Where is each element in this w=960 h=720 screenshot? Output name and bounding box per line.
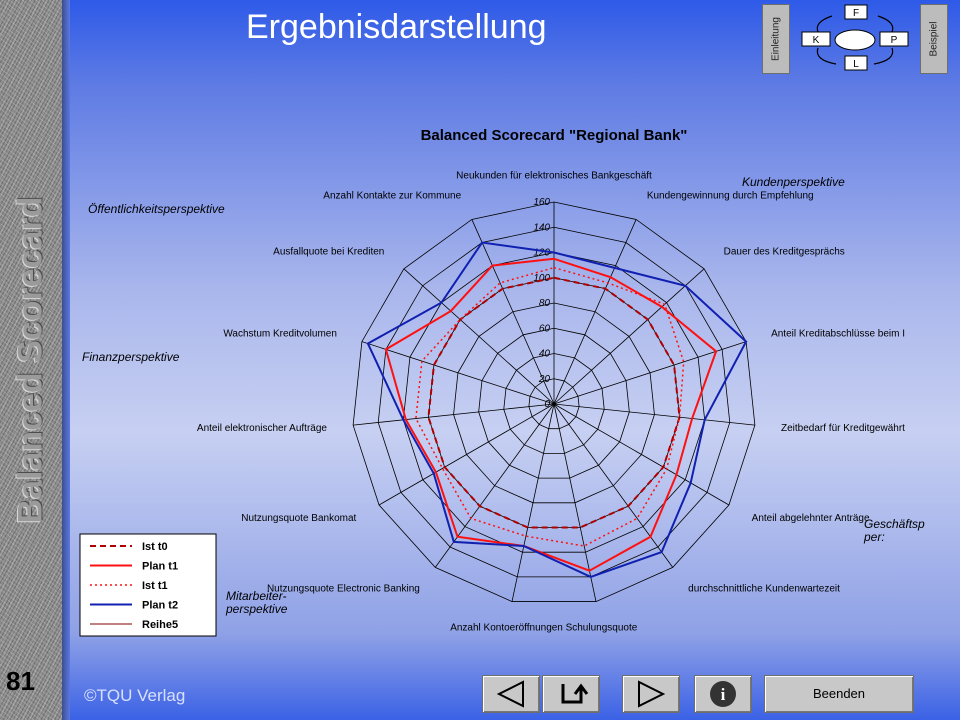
radar-spoke — [378, 403, 555, 506]
legend-label: Plan t1 — [142, 561, 178, 573]
perspective-label: Mitarbeiter- — [226, 589, 286, 603]
perspective-label: Geschäftsp — [864, 517, 925, 531]
category-label: Wachstum Kreditvolumen — [223, 328, 337, 339]
radar-tick-label: 80 — [539, 298, 551, 309]
page-number: 81 — [6, 666, 35, 696]
nav-center-ellipse — [834, 29, 876, 51]
radar-tick-label: 60 — [539, 323, 551, 334]
category-label: Anteil abgelehnter Anträge — [752, 513, 870, 524]
forward-arrow-icon — [638, 680, 666, 708]
radar-spoke — [553, 341, 747, 405]
radar-spoke — [434, 403, 555, 568]
category-label: Anteil elektronischer Aufträge — [197, 423, 328, 434]
radar-spoke — [361, 341, 555, 405]
category-label: Zeitbedarf für Kreditgewährt — [781, 423, 905, 434]
category-label: Neukunden für elektronisches Bankgeschäf… — [456, 171, 652, 182]
radar-tick-label: 100 — [533, 273, 550, 284]
category-label: Kundengewinnung durch Empfehlung — [647, 190, 814, 201]
radar-spoke — [553, 403, 755, 426]
category-label: Anzahl Kontakte zur Kommune — [323, 190, 461, 201]
legend-label: Ist t1 — [142, 580, 168, 592]
radar-grid-ring — [453, 302, 655, 504]
slide-main: Ergebnisdarstellung Einleitung Beispiel … — [70, 0, 960, 720]
radar-tick-label: 40 — [539, 349, 551, 360]
radar-spoke — [353, 403, 555, 426]
category-label: durchschnittliche Kundenwartezeit — [688, 584, 840, 595]
radar-grid-ring — [528, 378, 580, 430]
radar-grid-ring — [503, 353, 605, 454]
return-button[interactable] — [542, 675, 600, 713]
nav-letter-f: F — [853, 8, 859, 19]
forward-button[interactable] — [622, 675, 680, 713]
category-label: Nutzungsquote Electronic Banking — [267, 584, 420, 595]
nav-letter-p: P — [891, 35, 898, 46]
back-arrow-icon — [496, 680, 524, 708]
sidebar-strip: Balanced Scorecard 81 — [0, 0, 62, 720]
chart-title: Balanced Scorecard "Regional Bank" — [421, 127, 688, 144]
tab-beispiel[interactable]: Beispiel — [920, 4, 948, 74]
nav-box-p[interactable]: P — [879, 31, 909, 47]
perspective-label: per: — [863, 530, 885, 544]
sidebar-shadow — [62, 0, 70, 720]
series-line-1 — [384, 257, 718, 572]
category-label: Schulungsquote — [566, 622, 638, 633]
radar-spoke — [553, 403, 730, 506]
radar-spoke — [553, 268, 705, 405]
category-label: Nutzungsquote Bankomat — [241, 513, 356, 524]
category-label: Ausfallquote bei Krediten — [273, 246, 384, 257]
radar-tick-label: 140 — [533, 222, 550, 233]
return-arrow-icon — [561, 683, 589, 704]
nav-box-k[interactable]: K — [801, 31, 831, 47]
radar-spoke — [553, 403, 597, 602]
radar-tick-label: 160 — [533, 197, 550, 208]
category-label: Dauer des Kreditgesprächs — [724, 246, 845, 257]
radar-chart: 0 20 40 60 80 100 120 140 160 Neukunden für elekt… — [79, 127, 925, 637]
back-button[interactable] — [482, 675, 540, 713]
nav-box-l[interactable]: L — [844, 55, 868, 71]
radar-tick-label: 120 — [533, 248, 550, 259]
radar-tick-label: 20 — [538, 374, 551, 385]
legend-label: Plan t2 — [142, 600, 178, 612]
beenden-button[interactable]: Beenden — [764, 675, 914, 713]
radar-spoke — [553, 219, 637, 405]
perspective-label: Finanzperspektive — [82, 350, 180, 364]
category-label: Anteil Kreditabschlüsse beim I — [771, 328, 905, 339]
series-line-2 — [415, 266, 685, 547]
radar-grid-ring — [352, 201, 756, 602]
legend-label: Reihe5 — [142, 619, 178, 631]
radar-tick-label: 0 — [544, 399, 550, 410]
footer-copyright: ©TQU Verlag — [84, 686, 186, 705]
nav-letter-k: K — [813, 35, 820, 46]
category-label: Anzahl Kontoeröffnungen — [450, 622, 563, 633]
info-icon: i — [721, 685, 726, 704]
radar-spoke — [403, 268, 555, 405]
tab-einleitung[interactable]: Einleitung — [762, 4, 790, 74]
nav-letter-l: L — [853, 59, 859, 70]
legend-label: Ist t0 — [142, 541, 168, 553]
radar-grid-ring — [478, 327, 630, 479]
perspective-label: perspektive — [225, 602, 288, 616]
nav-box-f[interactable]: F — [844, 4, 868, 20]
perspective-label: Öffentlichkeitsperspektive — [88, 202, 225, 216]
page-title: Ergebnisdarstellung — [246, 8, 547, 46]
info-button[interactable]: i — [694, 675, 752, 713]
radar-spoke — [511, 403, 555, 602]
radar-grid-ring — [377, 226, 731, 578]
series-line-0 — [427, 276, 681, 529]
radar-spoke — [553, 403, 674, 568]
radar-grid-ring — [402, 252, 706, 553]
legend-box — [79, 533, 217, 637]
nav-diagram: F K P L — [801, 4, 909, 71]
side-title: Balanced Scorecard — [11, 196, 50, 524]
perspective-label: Kundenperspektive — [742, 175, 845, 189]
series-line-3 — [366, 241, 748, 578]
radar-spoke — [471, 219, 555, 405]
